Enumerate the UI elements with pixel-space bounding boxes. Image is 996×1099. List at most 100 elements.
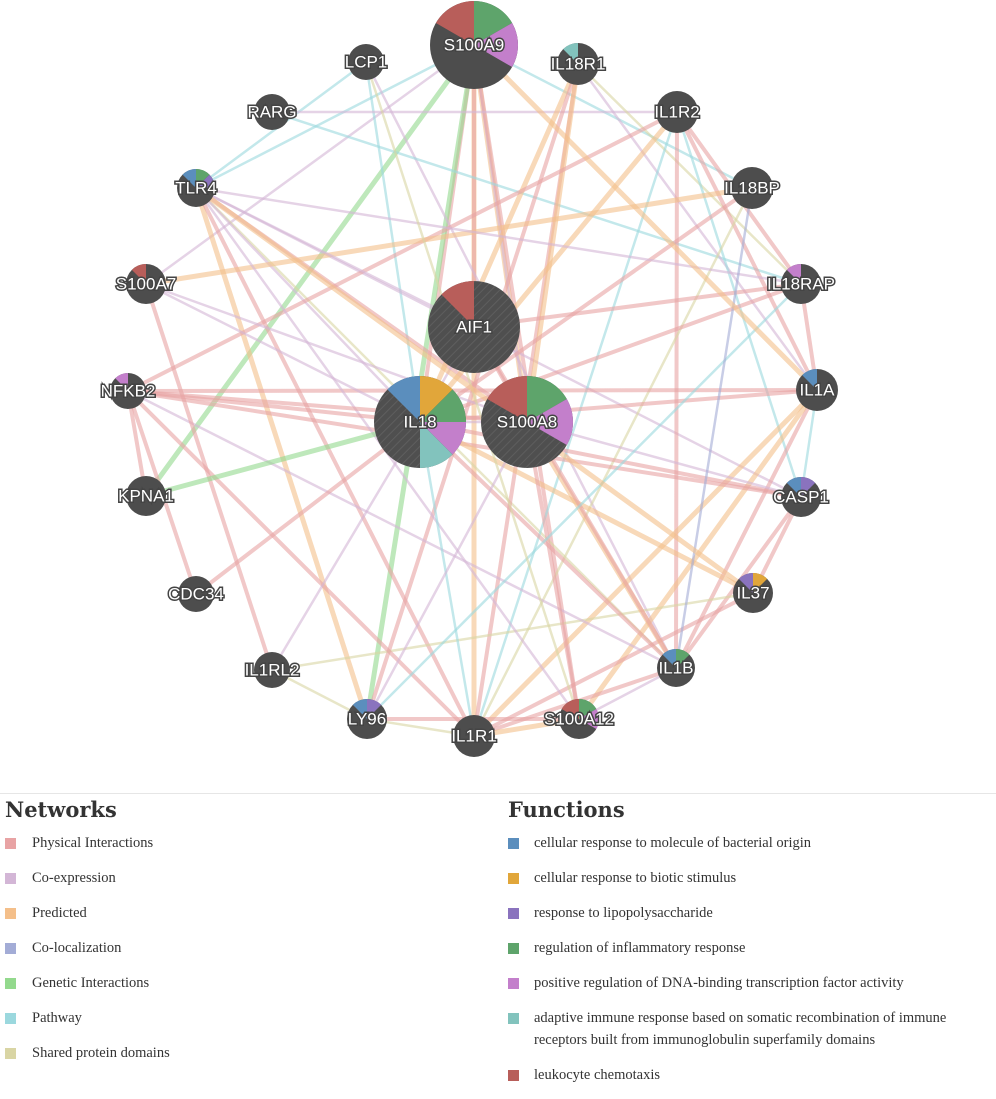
node-il18bp[interactable]: IL18BP xyxy=(723,167,781,209)
edge-il18bp-il18[interactable] xyxy=(418,186,754,424)
node-label: IL18RAP xyxy=(767,275,835,294)
node-function-slice xyxy=(441,281,474,327)
node-nfkb2[interactable]: NFKB2 xyxy=(99,373,157,409)
edge-cdc34-il18[interactable] xyxy=(194,420,422,596)
edge-ly96-s100a8[interactable] xyxy=(365,420,529,721)
edge-casp1-s100a8[interactable] xyxy=(525,420,803,499)
legend-item-co-expression: Co-expression xyxy=(5,867,475,889)
edge-tlr4-il37[interactable] xyxy=(193,185,756,596)
node-s100a12[interactable]: S100A12 xyxy=(543,699,615,739)
edge-s100a9-tlr4[interactable] xyxy=(194,43,476,190)
node-circle[interactable] xyxy=(453,715,495,757)
node-s100a7[interactable]: S100A7 xyxy=(114,264,178,304)
edge-lcp1-il1b[interactable] xyxy=(364,60,678,670)
node-function-slice xyxy=(801,477,816,497)
edge-s100a9-s100a7[interactable] xyxy=(144,43,476,286)
node-kpna1[interactable]: KPNA1 xyxy=(117,476,175,516)
edge-s100a7-il18[interactable] xyxy=(144,282,422,424)
legend-label: Predicted xyxy=(32,905,87,921)
edge-il1rl2-il18[interactable] xyxy=(270,420,422,672)
node-function-slice xyxy=(182,169,196,188)
edge-il1b-nfkb2[interactable] xyxy=(126,389,678,670)
legend-swatch xyxy=(508,978,519,989)
edge-casp1-il18[interactable] xyxy=(418,420,803,499)
node-aif1[interactable]: AIF1 xyxy=(428,281,520,373)
node-function-slice xyxy=(367,699,382,719)
edge-s100a12-s100a8[interactable] xyxy=(525,420,581,721)
edge-aif1-il18rap[interactable] xyxy=(472,282,803,329)
legend-label: leukocyte chemotaxis xyxy=(534,1067,661,1083)
node-il1r1[interactable]: IL1R1 xyxy=(450,715,498,757)
edges-layer xyxy=(126,42,820,739)
edge-kpna1-il18[interactable] xyxy=(143,419,423,499)
node-s100a9[interactable]: S100A9 xyxy=(430,1,518,89)
node-rarg[interactable]: RARG xyxy=(246,94,298,130)
functions-legend-title: Functions xyxy=(508,797,625,822)
edge-s100a9-il1a[interactable] xyxy=(471,42,820,393)
edge-il18r1-s100a8[interactable] xyxy=(524,61,581,425)
node-function-slice xyxy=(786,477,801,497)
legend-label: Co-expression xyxy=(32,870,116,886)
node-function-slice xyxy=(435,1,474,45)
node-label: IL18R1 xyxy=(551,55,606,74)
edge-s100a7-s100a8[interactable] xyxy=(144,282,529,424)
edge-il1r2-il1a[interactable] xyxy=(675,110,819,392)
edge-tlr4-il18[interactable] xyxy=(194,186,422,424)
node-circle[interactable] xyxy=(126,476,166,516)
node-il37[interactable]: IL37 xyxy=(733,573,773,613)
legend-swatch xyxy=(5,1048,16,1059)
edge-il37-il1r1[interactable] xyxy=(472,591,755,738)
edge-lcp1-il18[interactable] xyxy=(364,60,422,424)
legend-label: positive regulation of DNA-binding trans… xyxy=(534,975,904,991)
node-circle[interactable] xyxy=(348,44,384,80)
legend-swatch xyxy=(5,873,16,884)
edge-il1r1-nfkb2[interactable] xyxy=(126,389,476,738)
edge-il37-il1rl2[interactable] xyxy=(270,591,755,672)
node-function-slice xyxy=(420,422,466,455)
edge-il1r1-il18[interactable] xyxy=(418,420,476,738)
node-il18rap[interactable]: IL18RAP xyxy=(765,264,837,304)
node-il18[interactable]: IL18 xyxy=(374,376,466,468)
edge-s100a9-il18bp[interactable] xyxy=(472,43,754,190)
edge-il18r1-il18rap[interactable] xyxy=(576,62,803,286)
node-circle[interactable] xyxy=(178,576,214,612)
node-circle[interactable] xyxy=(731,167,773,209)
edge-il18rap-tlr4[interactable] xyxy=(194,186,803,286)
edge-il18rap-ly96[interactable] xyxy=(365,282,803,721)
legend-swatch xyxy=(508,838,519,849)
node-circle[interactable] xyxy=(254,652,290,688)
node-s100a8[interactable]: S100A8 xyxy=(481,376,573,468)
node-il1rl2[interactable]: IL1RL2 xyxy=(243,652,301,688)
edge-il1a-il1r1[interactable] xyxy=(471,387,820,739)
legend-swatch xyxy=(508,1070,519,1081)
node-il1a[interactable]: IL1A xyxy=(796,369,838,411)
edge-tlr4-ly96[interactable] xyxy=(193,185,370,722)
node-casp1[interactable]: CASP1 xyxy=(772,477,830,517)
legend-item-genetic-interactions: Genetic Interactions xyxy=(5,972,475,994)
node-label: IL1A xyxy=(800,381,836,400)
node-circle[interactable] xyxy=(254,94,290,130)
node-lcp1[interactable]: LCP1 xyxy=(343,44,389,80)
node-function-slice xyxy=(563,43,578,64)
node-il1b[interactable]: IL1B xyxy=(657,649,695,687)
edge-il18bp-s100a7[interactable] xyxy=(143,185,755,287)
node-function-slice xyxy=(786,264,801,284)
legend-label: regulation of inflammatory response xyxy=(534,940,746,956)
node-il1r2[interactable]: IL1R2 xyxy=(653,91,701,133)
edge-il18bp-il1b[interactable] xyxy=(674,186,754,670)
node-function-slice xyxy=(420,422,453,468)
legend-item-pathway: Pathway xyxy=(5,1007,475,1029)
legend-swatch xyxy=(5,943,16,954)
node-tlr4[interactable]: TLR4 xyxy=(174,169,218,207)
node-label: IL18 xyxy=(403,413,436,432)
node-circle[interactable] xyxy=(656,91,698,133)
node-ly96[interactable]: LY96 xyxy=(346,699,388,739)
edge-aif1-tlr4[interactable] xyxy=(194,186,476,329)
node-cdc34[interactable]: CDC34 xyxy=(167,576,225,612)
node-function-slice xyxy=(561,699,579,719)
edge-il37-il18[interactable] xyxy=(417,419,756,596)
node-il18r1[interactable]: IL18R1 xyxy=(549,43,607,85)
